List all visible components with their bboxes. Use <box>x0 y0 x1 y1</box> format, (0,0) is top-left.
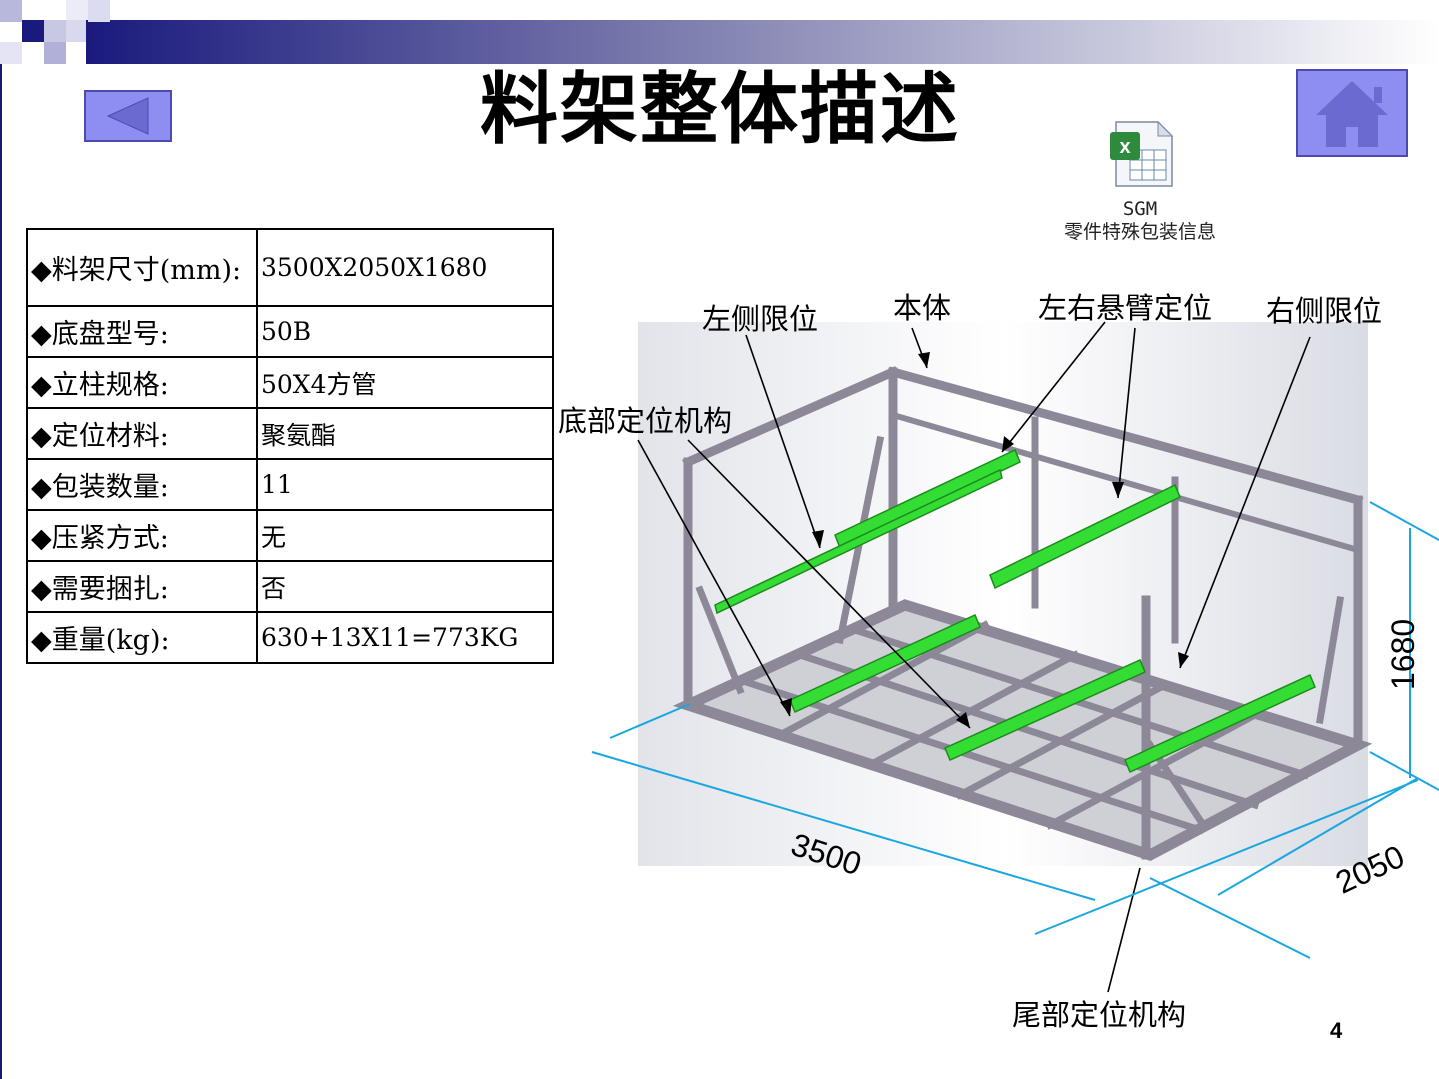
callout-bottom-positioning: 底部定位机构 <box>558 404 733 438</box>
page-number: 4 <box>1330 1018 1343 1043</box>
spec-label: ◆包装数量: <box>26 458 258 511</box>
excel-file-icon[interactable]: x <box>1108 120 1176 190</box>
callout-leaders <box>637 321 1311 993</box>
spec-table: ◆料架尺寸(mm): 3500X2050X1680 ◆底盘型号: 50B ◆立柱… <box>26 228 554 664</box>
spec-label: ◆需要捆扎: <box>26 560 258 613</box>
left-rule <box>0 64 2 1079</box>
spec-value: 聚氨酯 <box>256 407 554 460</box>
house-icon <box>1316 81 1388 147</box>
spec-label: ◆立柱规格: <box>26 356 258 409</box>
triangle-left-icon <box>106 97 149 135</box>
spec-label: ◆重量(kg): <box>26 611 258 664</box>
table-row: ◆需要捆扎: 否 <box>26 560 554 613</box>
header-band <box>0 0 1439 64</box>
callout-left-limit: 左侧限位 <box>702 302 819 336</box>
table-row: ◆包装数量: 11 <box>26 458 554 511</box>
table-row: ◆重量(kg): 630+13X11=773KG <box>26 611 554 664</box>
callout-body: 本体 <box>893 291 952 325</box>
spec-value: 630+13X11=773KG <box>256 611 554 664</box>
callout-arrowheads <box>780 352 1189 728</box>
table-row: ◆压紧方式: 无 <box>26 509 554 562</box>
spec-label: ◆底盘型号: <box>26 305 258 358</box>
callout-tail-positioning: 尾部定位机构 <box>1012 998 1187 1032</box>
spec-value: 11 <box>256 458 554 511</box>
attachment-line1: SGM <box>1122 198 1158 220</box>
positioning-blocks <box>714 448 1316 774</box>
back-button[interactable] <box>84 90 172 142</box>
spec-label: ◆料架尺寸(mm): <box>26 228 258 307</box>
slide-title: 料架整体描述 <box>479 65 960 155</box>
spec-value: 50B <box>256 305 554 358</box>
callout-right-limit: 右侧限位 <box>1266 294 1383 328</box>
rack-diagram <box>591 321 1439 993</box>
spec-value: 无 <box>256 509 554 562</box>
spec-value: 50X4方管 <box>256 356 554 409</box>
table-row: ◆料架尺寸(mm): 3500X2050X1680 <box>26 228 554 307</box>
svg-text:x: x <box>1119 136 1130 158</box>
spec-label: ◆压紧方式: <box>26 509 258 562</box>
attachment-caption[interactable]: SGM 零件特殊包装信息 <box>1030 198 1250 244</box>
dimension-height-label: 1680 <box>1385 618 1421 690</box>
callout-cantilever: 左右悬臂定位 <box>1038 291 1213 325</box>
spec-label: ◆定位材料: <box>26 407 258 460</box>
rack-frame <box>672 366 1373 861</box>
dimension-lines <box>591 501 1439 959</box>
table-row: ◆定位材料: 聚氨酯 <box>26 407 554 460</box>
table-row: ◆底盘型号: 50B <box>26 305 554 358</box>
spec-value: 3500X2050X1680 <box>256 228 554 307</box>
spec-value: 否 <box>256 560 554 613</box>
attachment-line2: 零件特殊包装信息 <box>1063 221 1216 243</box>
table-row: ◆立柱规格: 50X4方管 <box>26 356 554 409</box>
home-button[interactable] <box>1296 69 1408 157</box>
